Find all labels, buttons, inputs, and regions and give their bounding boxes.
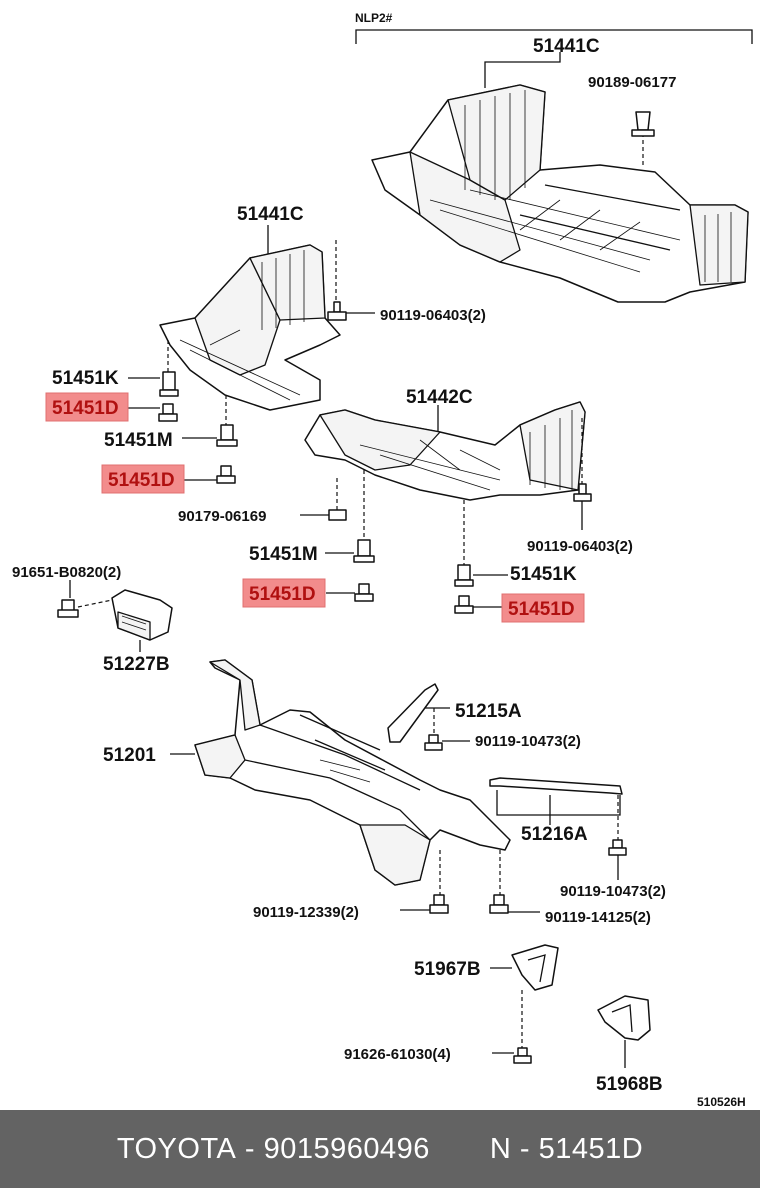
bolt-90119-12339 [429,894,449,914]
label-90179-06169: 90179-06169 [178,508,266,525]
footer-part-number: 9015960496 [263,1132,430,1165]
bolt-91626 [513,1047,532,1064]
label-51451K-b: 51451K [510,564,577,585]
label-51451D-b: 51451D [108,470,175,491]
bracket-51215A [387,683,439,743]
subframe-51201 [194,659,511,886]
label-51967B: 51967B [414,959,481,980]
clip-51451K-a [159,371,179,397]
label-51451D-c: 51451D [249,584,316,605]
highlight-51451D-b: 51451D [101,464,185,494]
label-51215A: 51215A [455,701,522,722]
footer-sep-1: - [236,1132,264,1165]
label-90189-06177: 90189-06177 [588,74,676,91]
bolt-90119-06403-a [327,301,347,321]
mount-51227B [111,589,173,641]
screw-51451D-a [158,403,178,422]
label-51227B: 51227B [103,654,170,675]
bolt-90119-10473-b [608,839,627,856]
highlight-51451D-d: 51451D [501,593,585,623]
label-51451D-a: 51451D [52,398,119,419]
footer-bar: TOYOTA - 9015960496 N - 51451D [0,1110,760,1188]
bracket-51967B [511,944,559,991]
footer-brand: TOYOTA [116,1132,237,1165]
label-51441C-mid: 51441C [237,204,304,225]
label-51451M-b: 51451M [249,544,318,565]
label-90119-06403-b: 90119-06403(2) [527,538,633,555]
label-51968B: 51968B [596,1074,663,1095]
bolt-90119-06403-b [573,483,592,502]
highlight-51451D-c: 51451D [242,578,326,608]
nut-90179 [328,509,347,521]
label-90119-06403-a: 90119-06403(2) [380,307,486,324]
screw-51451D-c [354,583,374,602]
label-51451D-d: 51451D [508,599,575,620]
parts-diagram: NLP2# [12,11,753,1109]
screw-51451D-d [454,595,474,614]
under-cover-front-part [159,244,341,411]
bar-51216A [489,777,623,795]
under-cover-rear-part [371,84,749,303]
label-51442C: 51442C [406,387,473,408]
clip-51451M-b [353,539,375,563]
clip-90189 [631,111,655,137]
bolt-91651 [57,599,79,618]
label-90119-10473-a: 90119-10473(2) [475,733,581,750]
label-91651-B0820: 91651-B0820(2) [12,564,121,581]
label-90119-14125: 90119-14125(2) [545,909,651,926]
clip-51451M-a [216,424,238,447]
label-51216A: 51216A [521,824,588,845]
under-cover-center-part [304,401,586,501]
label-90119-10473-b: 90119-10473(2) [560,883,666,900]
label-51201: 51201 [103,745,156,766]
footer-sep-2: - [511,1132,539,1165]
label-90119-12339: 90119-12339(2) [253,904,359,921]
bolt-90119-14125 [489,894,509,914]
label-51451M-a: 51451M [104,430,173,451]
bolt-90119-10473-a [424,734,443,751]
label-51441C-top: 51441C [533,36,600,57]
screw-51451D-b [216,465,236,484]
footer-prefix: N [489,1132,512,1165]
header-code: NLP2# [355,11,393,25]
footer-gap [430,1133,490,1166]
label-91626-61030: 91626-61030(4) [344,1046,451,1063]
label-51451K-a: 51451K [52,368,119,389]
bracket-51968B [597,995,651,1041]
highlight-51451D-a: 51451D [45,392,129,422]
footer-part-code: 51451D [538,1132,644,1165]
clip-51451K-b [454,564,474,587]
diagram-code-ref: 510526H [697,1095,746,1109]
